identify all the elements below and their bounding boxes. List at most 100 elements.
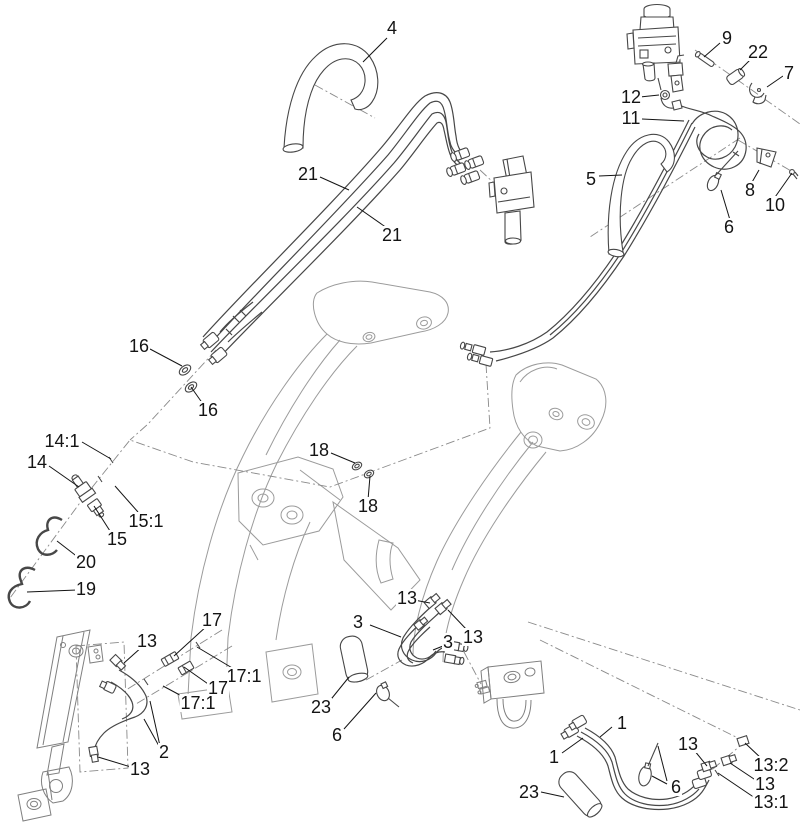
- leader-line-17:1: [196, 646, 240, 673]
- hose-11-loop-inner: [691, 110, 739, 160]
- leader-line-18: [367, 475, 371, 501]
- leader-line-15:1: [114, 485, 139, 513]
- leader-line-22: [739, 56, 754, 71]
- fitting-13: [109, 653, 127, 671]
- leader-line-18: [330, 452, 356, 464]
- leader-line-20: [56, 540, 80, 559]
- hose-11-a: [489, 119, 690, 353]
- hose-3-b: [397, 619, 446, 667]
- elbow: [98, 680, 117, 694]
- hose-21-b2: [217, 121, 463, 360]
- leader-line-14:1: [81, 441, 112, 460]
- guide-bracket-19: [7, 566, 36, 609]
- elbow: [443, 653, 465, 666]
- fitting-13: [700, 759, 718, 773]
- leader-line-10: [772, 172, 793, 201]
- leader-line-15: [93, 505, 111, 532]
- hose-1-a: [576, 735, 710, 811]
- leader-line-23: [327, 676, 350, 704]
- fitting-13: [434, 598, 452, 616]
- fitting-14: [71, 474, 97, 504]
- loader-arms: [177, 280, 607, 720]
- leader-line-21: [356, 206, 388, 229]
- leader-line-16: [149, 348, 183, 367]
- elbow-fitting: [466, 352, 494, 367]
- reservoir-assembly: [626, 3, 685, 93]
- leader-line-6: [343, 692, 377, 730]
- leader-line-21: [319, 176, 350, 191]
- leader-line-12: [639, 94, 660, 98]
- frame-bracket: [474, 660, 545, 729]
- leader-line-17: [183, 666, 212, 687]
- leader-line-3: [432, 645, 444, 651]
- leader-line-1: [599, 726, 613, 738]
- pin-9: [694, 51, 715, 67]
- leader-line-13: [123, 645, 144, 664]
- cable-tie: [706, 150, 740, 192]
- hose-1-c: [580, 731, 700, 807]
- leader-line-13: [693, 749, 708, 767]
- fitting-13: [423, 592, 441, 610]
- tick-13-1: [714, 769, 720, 777]
- hose-11-b: [495, 126, 696, 362]
- fitting-13: [413, 616, 429, 631]
- hose-3-a: [400, 603, 453, 663]
- clamp-18: [363, 469, 375, 479]
- hose-crimp: [691, 776, 707, 789]
- leader-line-2: [143, 718, 160, 747]
- leader-line-3: [369, 624, 402, 638]
- leader-line-17: [173, 624, 209, 657]
- leader-line-6: [720, 189, 731, 221]
- leader-line-13:2: [744, 742, 764, 761]
- hose-crimp: [207, 346, 228, 366]
- leader-line-4: [362, 37, 388, 63]
- clamp-16: [178, 364, 192, 376]
- fitting-13: [720, 753, 738, 767]
- elbow-fitting: [459, 341, 487, 356]
- hydraulic-cylinder: [17, 629, 104, 822]
- leader-line-6: [657, 745, 668, 782]
- clamp-18: [351, 461, 363, 471]
- leader-line-13: [729, 762, 758, 782]
- quick-couplers: [446, 147, 485, 185]
- screw-10: [789, 169, 799, 180]
- leader-line-2: [149, 700, 161, 747]
- hose-guide-5: [607, 133, 675, 255]
- fitting-13: [88, 745, 99, 763]
- hose-2-b: [110, 681, 134, 720]
- sleeve-23: [339, 635, 369, 683]
- hose-21-a: [202, 92, 467, 338]
- hose-3-b2: [406, 626, 431, 664]
- leader-line-1: [561, 737, 584, 754]
- leader-line-19: [26, 589, 78, 593]
- leader-line-13:1: [717, 772, 756, 799]
- leader-line-6: [651, 775, 668, 785]
- hose-21-b: [210, 111, 465, 353]
- leader-line-14: [48, 465, 80, 488]
- parts: [7, 3, 799, 818]
- hose-guide-4: [283, 43, 379, 149]
- leader-line-5: [598, 174, 623, 177]
- leader-line-11: [641, 118, 685, 122]
- leader-line-16: [190, 386, 204, 405]
- leader-line-13: [413, 599, 431, 604]
- leader-line-8: [750, 169, 760, 185]
- leader-line-9: [703, 42, 721, 58]
- fitting-15: [87, 498, 105, 518]
- hose-crimp: [199, 331, 220, 351]
- tick-17-1: [143, 641, 201, 686]
- leader-line-23: [540, 791, 565, 798]
- clamp-7: [749, 82, 767, 105]
- hose-crimp: [568, 714, 588, 731]
- leader-line-13: [97, 756, 132, 768]
- hose-3-a2: [409, 611, 441, 660]
- spacer-22: [726, 68, 746, 86]
- cable-tie: [376, 681, 400, 708]
- hose-21-a2: [209, 100, 462, 345]
- leader-line-7: [766, 75, 784, 88]
- cable-tie: [638, 742, 659, 787]
- hose-11-loop: [678, 104, 747, 170]
